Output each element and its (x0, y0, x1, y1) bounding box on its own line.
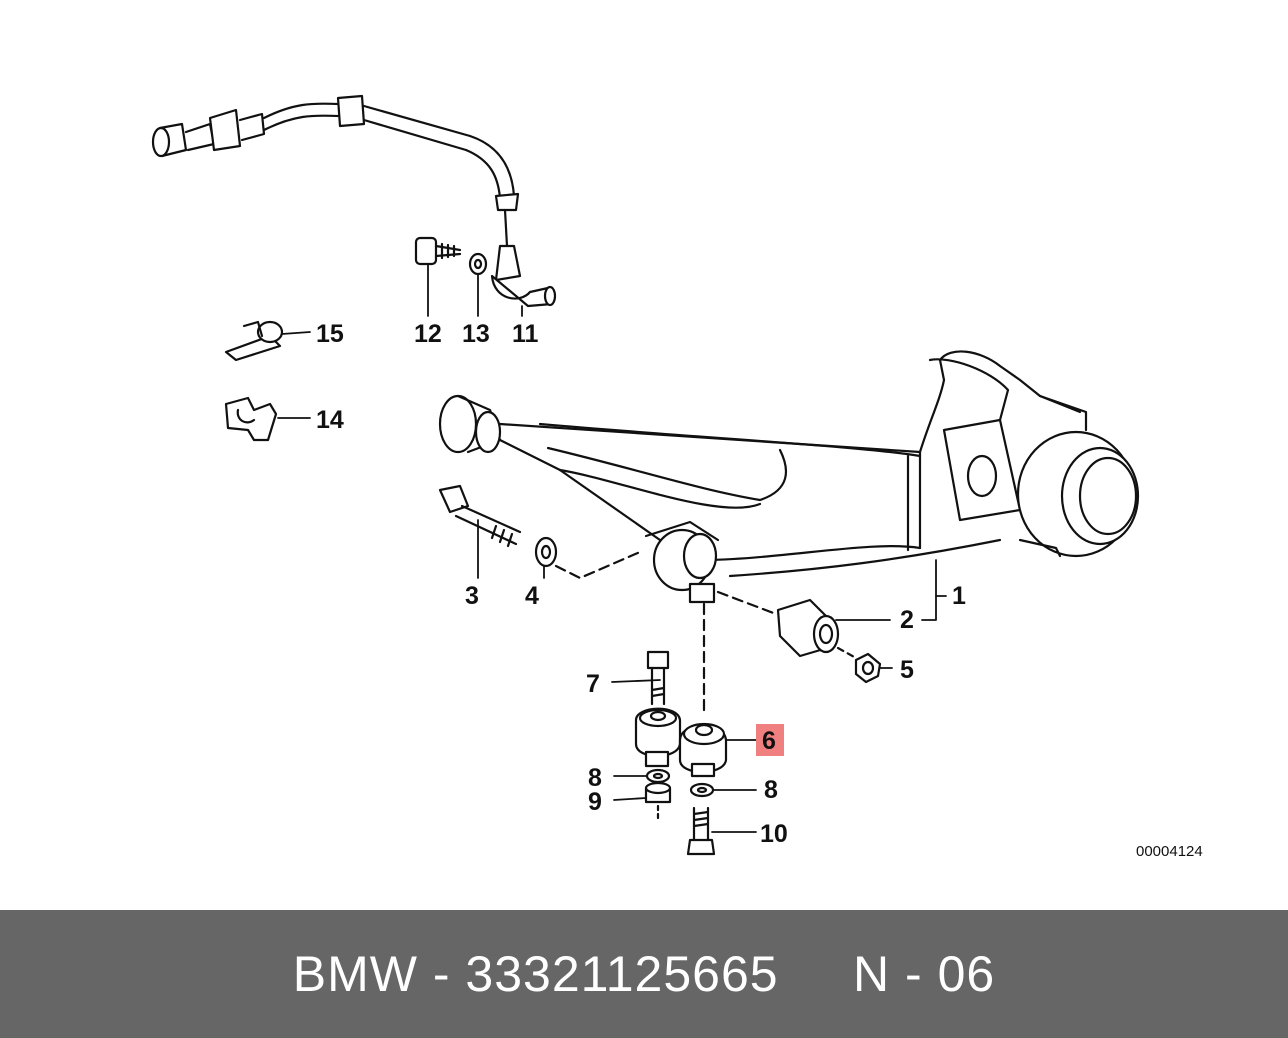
bolt-10 (686, 806, 716, 856)
bushing-2 (776, 598, 840, 658)
callout-8-right: 8 (764, 776, 778, 804)
rubber-mount-left (634, 707, 682, 768)
assembly-line-bolt-3 (554, 550, 642, 580)
abs-sensor-cable (151, 94, 557, 308)
leader-lines (277, 263, 947, 833)
callout-2: 2 (900, 606, 914, 634)
washer-13 (468, 252, 488, 276)
bolt-7 (646, 650, 670, 706)
bolt-12 (414, 236, 462, 266)
callout-12: 12 (414, 320, 442, 348)
clip-15 (224, 320, 284, 362)
bracket-14 (224, 396, 278, 442)
assembly-line-bushing (716, 590, 778, 616)
callout-7: 7 (586, 670, 600, 698)
callout-8-left: 8 (588, 764, 602, 792)
callout-1: 1 (952, 582, 966, 610)
bolt-3 (438, 484, 522, 548)
part-number-text: BMW - 33321125665 N - 06 (292, 946, 996, 1002)
callout-13: 13 (462, 320, 490, 348)
nut-9 (644, 781, 672, 804)
callout-4: 4 (525, 582, 539, 610)
callout-14: 14 (316, 406, 344, 434)
callout-15: 15 (316, 320, 344, 348)
callout-3: 3 (465, 582, 479, 610)
parts-diagram: 1 2 3 4 5 6 7 8 8 9 10 11 12 13 14 15 00… (151, 94, 1203, 860)
callout-5: 5 (900, 656, 914, 684)
callout-highlight (756, 724, 784, 756)
washer-4 (534, 536, 558, 568)
washer-8-right (689, 782, 715, 798)
control-arm (438, 350, 1140, 604)
callout-6: 6 (762, 727, 776, 755)
part-number-banner: BMW - 33321125665 N - 06 (0, 910, 1288, 1038)
callout-9: 9 (588, 788, 602, 816)
diagram-reference-number: 00004124 (1136, 843, 1203, 860)
callout-11: 11 (512, 320, 539, 348)
nut-5 (854, 652, 882, 684)
callout-10: 10 (760, 820, 788, 848)
washer-8-left (645, 768, 671, 784)
rubber-mount-right (678, 722, 728, 778)
